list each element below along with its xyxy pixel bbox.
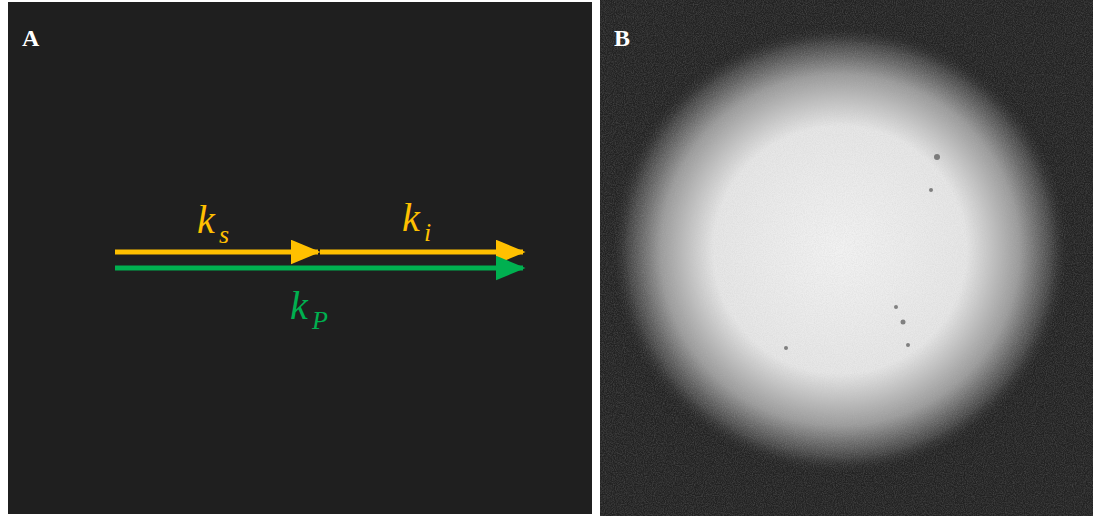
idler-arrow bbox=[320, 250, 523, 255]
dust-specks bbox=[784, 154, 940, 350]
rate-subscript: P bbox=[312, 308, 328, 334]
signal-arrow bbox=[115, 250, 318, 255]
rate-symbol: k bbox=[290, 286, 308, 326]
rate-symbol: k bbox=[402, 198, 420, 238]
pump-arrow bbox=[115, 266, 523, 271]
speckle-noise bbox=[600, 0, 1093, 516]
rate-subscript: s bbox=[219, 222, 229, 248]
panel-letter: A bbox=[22, 26, 39, 50]
panel-letter: B bbox=[614, 26, 630, 50]
panel-b-ground bbox=[600, 0, 1093, 516]
beam-profile-image bbox=[600, 0, 1093, 516]
panel-a-ground bbox=[8, 2, 592, 514]
rate-subscript: i bbox=[424, 220, 431, 246]
rate-arrows bbox=[8, 2, 592, 514]
rate-symbol: k bbox=[197, 200, 215, 240]
